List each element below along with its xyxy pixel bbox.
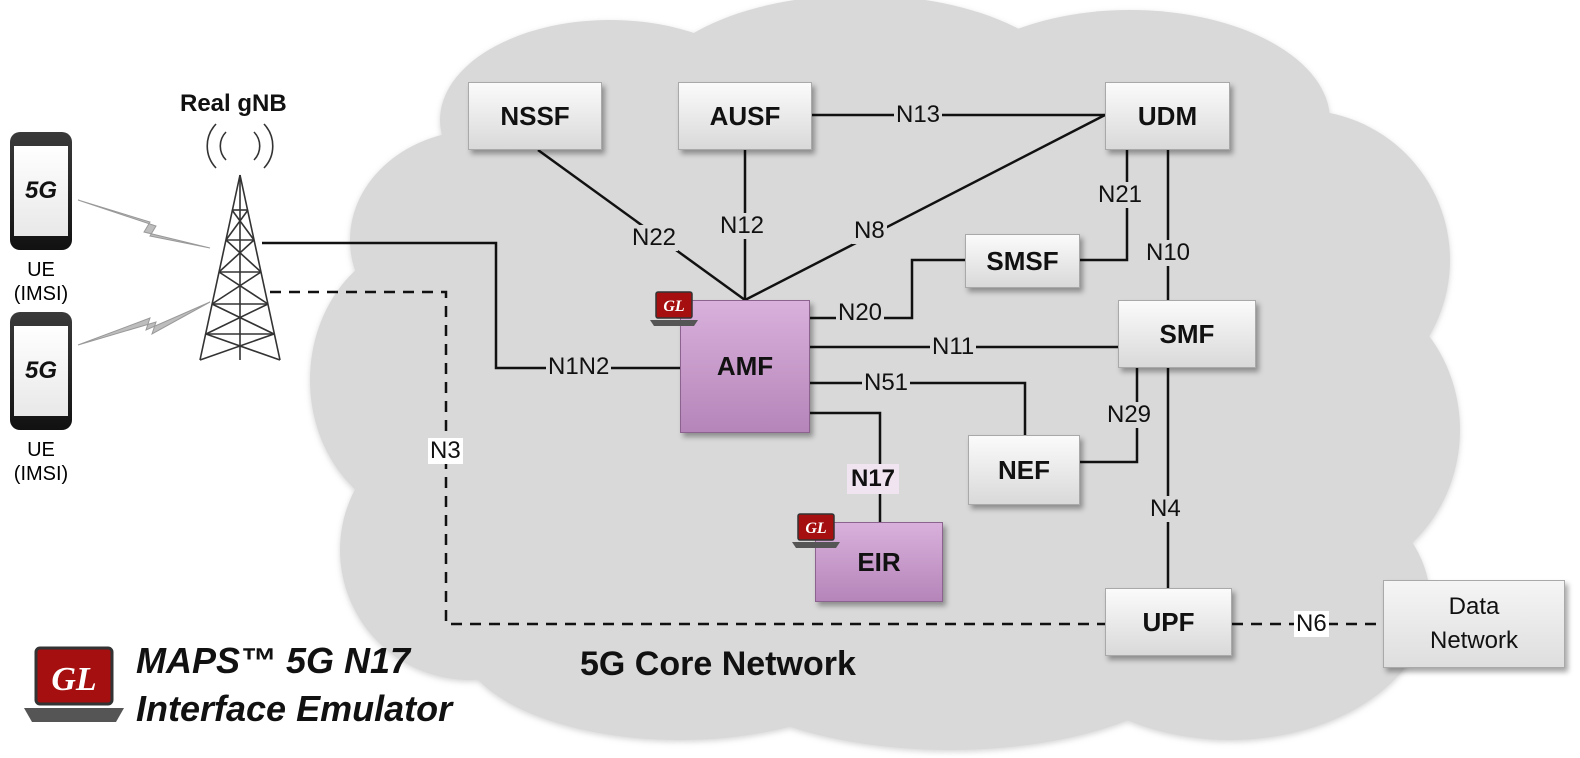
node-upf[interactable]: UPF [1105,588,1232,656]
iface-n17: N17 [847,464,900,494]
node-nssf[interactable]: NSSF [468,82,602,150]
data-network-line2: Network [1429,627,1519,654]
node-data-network[interactable]: Data Network [1383,580,1565,668]
gl-laptop-icon-eir: GL [792,513,840,548]
ue-label-2-line1: UE [27,439,55,461]
radio-link-ue1 [77,199,211,249]
node-eir[interactable]: EIR [815,522,943,602]
iface-n1n2: N1N2 [546,353,612,380]
node-udm[interactable]: UDM [1105,82,1230,150]
svg-text:GL: GL [663,298,685,315]
node-smsf[interactable]: SMSF [965,234,1080,288]
iface-n20: N20 [836,299,885,326]
iface-n11: N11 [930,333,977,360]
ue-label-1: UE (IMSI) [6,258,76,306]
iface-n51: N51 [862,369,911,396]
iface-n4: N4 [1148,495,1183,522]
svg-text:GL: GL [805,520,827,537]
node-smf[interactable]: SMF [1118,300,1256,368]
ue-label-2-line2: (IMSI) [13,463,69,485]
product-title-line2: Interface Emulator [136,688,453,729]
radio-link-ue2 [77,301,211,346]
ue-label-1-line1: UE [27,259,55,281]
ue-phone-1: 5G [10,132,72,250]
node-nef[interactable]: NEF [968,435,1080,505]
iface-n10: N10 [1144,239,1193,266]
node-amf[interactable]: AMF [680,300,810,433]
iface-n3: N3 [428,437,463,464]
radio-links [77,199,211,346]
iface-n12: N12 [718,212,767,239]
ue-phone-2: 5G [10,312,72,430]
link-smf-nef [1080,368,1139,464]
product-title-line1: MAPS™ 5G N17 [136,640,411,681]
iface-n21: N21 [1096,181,1145,208]
iface-n13: N13 [894,101,943,128]
data-network-line1: Data [1448,593,1500,620]
node-ausf[interactable]: AUSF [678,82,812,150]
iface-n8: N8 [852,217,887,244]
gnb-tower-icon [199,123,281,361]
gl-logo-text: GL [51,661,96,698]
core-network-title: 5G Core Network [580,645,856,683]
link-udm-amf [744,113,1106,302]
iface-n6: N6 [1294,610,1329,637]
5g-icon: 5G [14,326,68,416]
5g-icon: 5G [14,146,68,236]
gl-laptop-icon-amf: GL [650,291,698,326]
gnb-label: Real gNB [180,90,287,117]
ue-label-2: UE (IMSI) [6,438,76,486]
iface-n29: N29 [1105,401,1154,428]
ue-label-1-line2: (IMSI) [13,283,69,305]
gl-product-logo-icon: GL [24,646,124,722]
iface-n22: N22 [630,224,679,251]
